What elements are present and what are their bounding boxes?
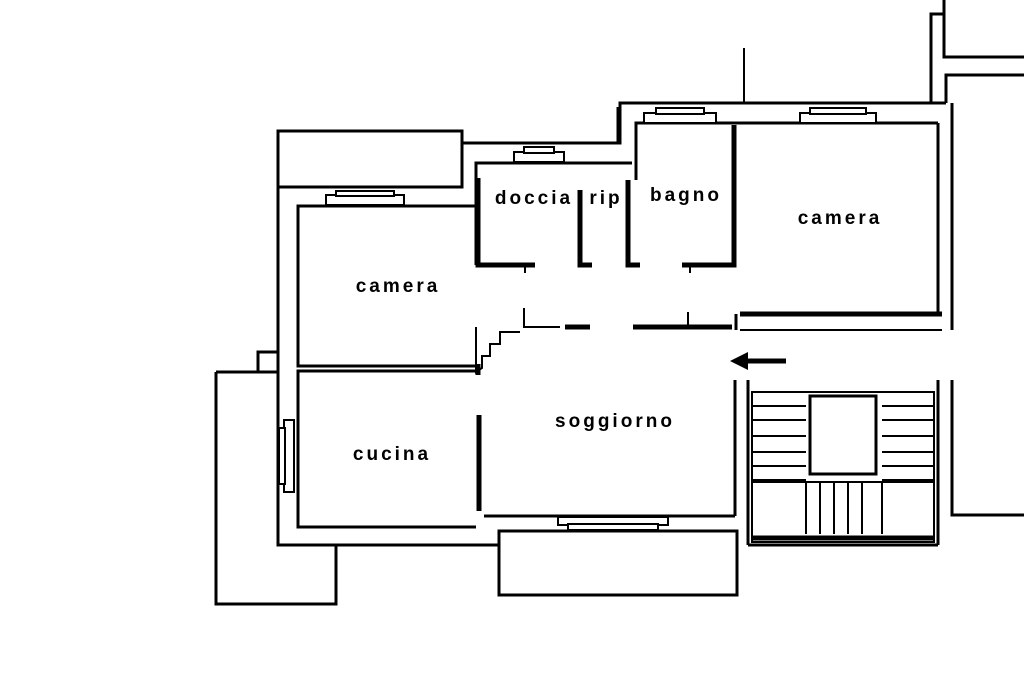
room-label-cucina: cucina [353, 444, 431, 465]
doors [475, 265, 691, 374]
room-label-soggiorno: soggiorno [555, 411, 675, 432]
windows [278, 107, 877, 531]
room-label-doccia: doccia [495, 188, 573, 209]
room-label-camera-right: camera [798, 208, 883, 229]
neighbor-walls [743, 0, 1024, 517]
arrow-left-icon [730, 352, 786, 370]
partition-walls [475, 125, 942, 511]
room-label-bagno: bagno [650, 185, 722, 206]
stairwell [751, 391, 935, 543]
room-label-rip: rip [589, 188, 622, 209]
room-label-camera-left: camera [356, 276, 441, 297]
